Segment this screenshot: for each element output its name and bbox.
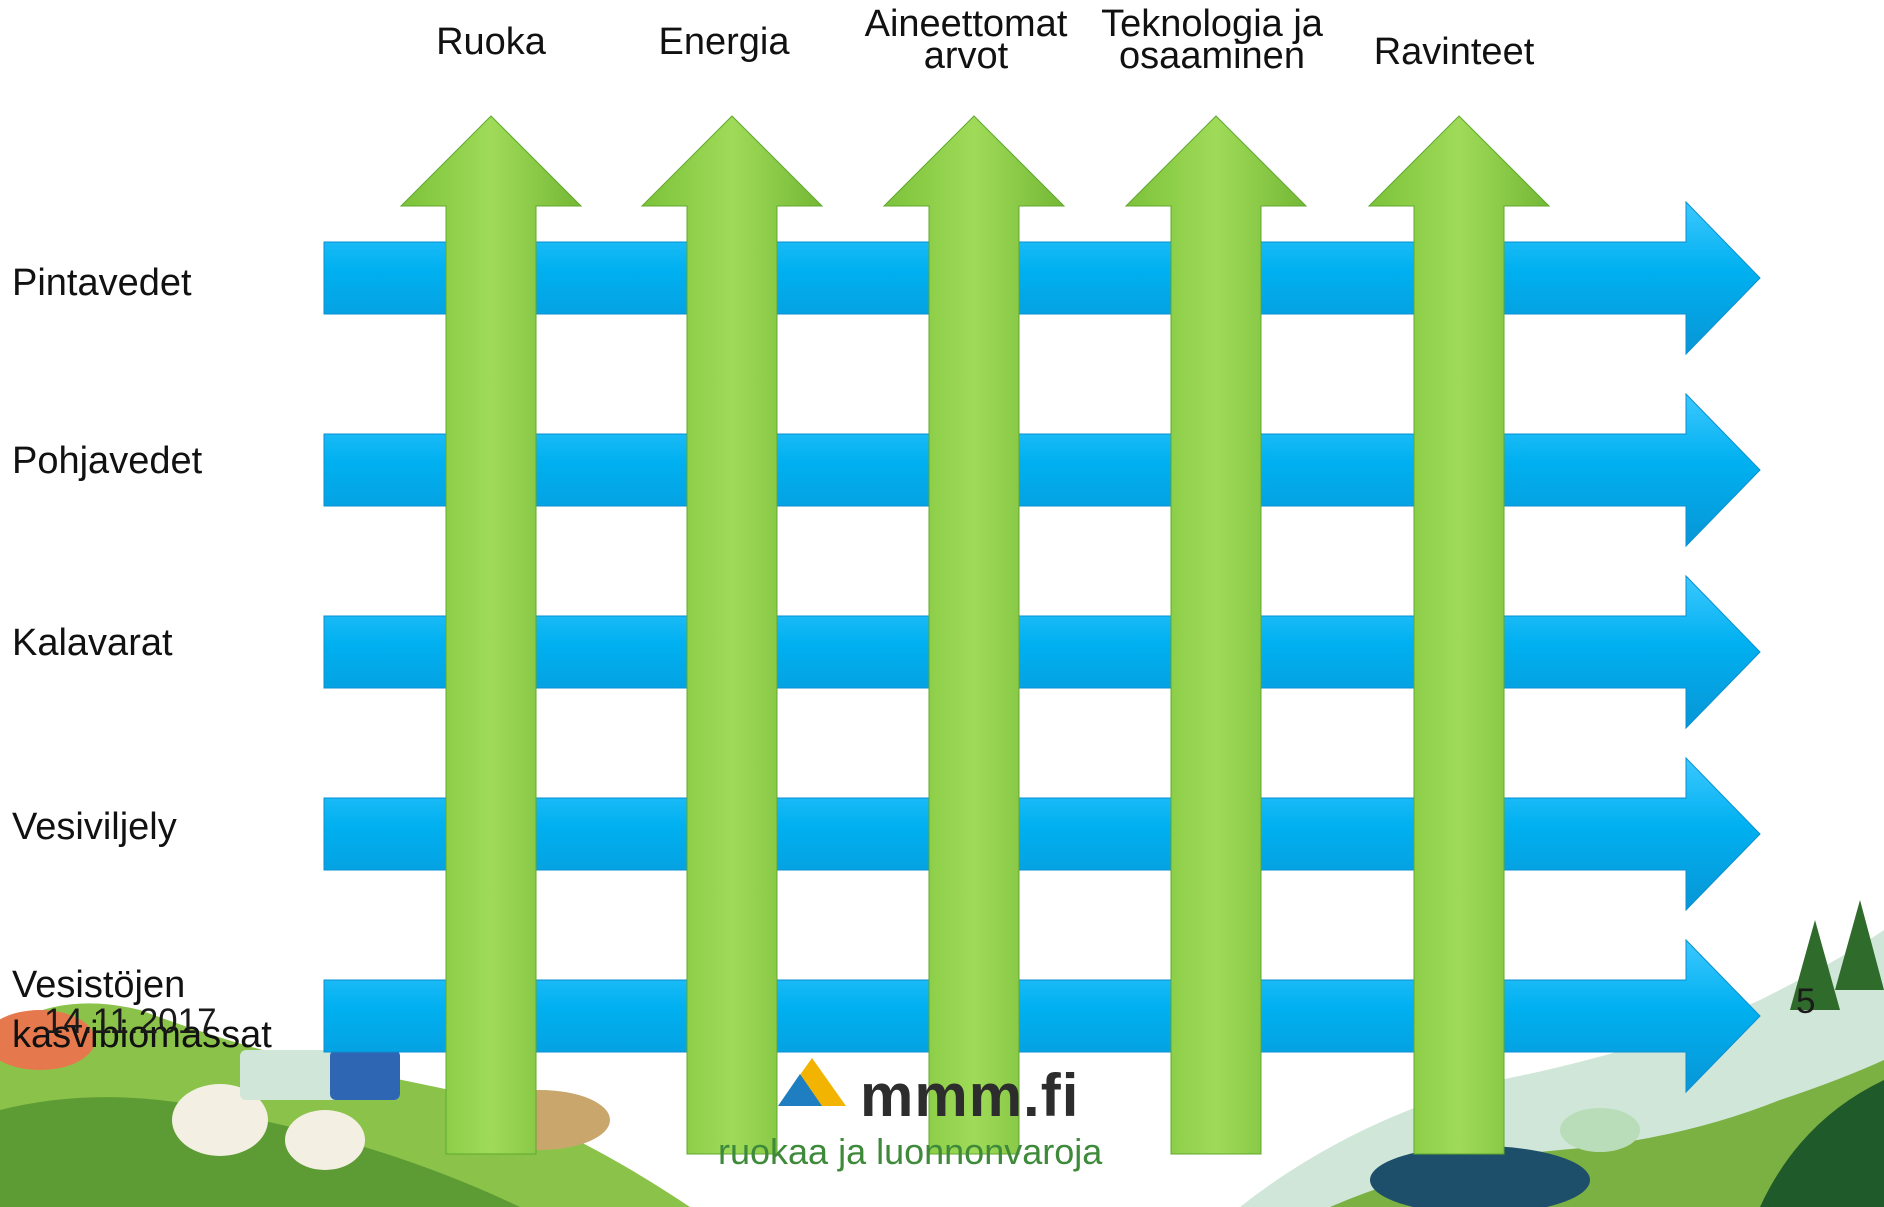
- column-label-teknologia-ja-osaaminen: Teknologia ja osaaminen: [1082, 3, 1342, 77]
- row-arrow-3: [323, 574, 1761, 730]
- logo-tagline: ruokaa ja luonnonvaroja: [718, 1131, 1103, 1172]
- column-label-ravinteet: Ravinteet: [1324, 31, 1584, 73]
- decorative-landscape-right: [1240, 900, 1884, 1207]
- sheep-shape: [172, 1084, 268, 1156]
- column-label-ruoka: Ruoka: [361, 21, 621, 63]
- sheep-shape: [285, 1110, 365, 1170]
- column-label-aineettomat-arvot: Aineettomat arvot: [836, 3, 1096, 77]
- column-arrow-2: [640, 115, 824, 1155]
- row-label-kalavarat: Kalavarat: [12, 622, 173, 664]
- column-label-teknologia-ja-osaaminen-line-1: Teknologia ja: [1101, 3, 1323, 45]
- column-label-teknologia-ja-osaaminen-line-2: osaaminen: [1119, 35, 1305, 77]
- logo-wordmark: mmm.fi: [860, 1062, 1080, 1129]
- column-label-ravinteet-line-1: Ravinteet: [1373, 31, 1535, 73]
- footer-page-number: 5: [1796, 982, 1816, 1021]
- column-label-aineettomat-arvot-line-2: arvot: [923, 35, 1009, 77]
- truck-cab-shape: [330, 1050, 400, 1100]
- column-label-energia: Energia: [594, 21, 854, 63]
- row-arrow-1: [323, 200, 1761, 356]
- tree-shape: [1835, 900, 1884, 990]
- tree-shape: [1790, 920, 1840, 1010]
- column-arrow-1: [399, 115, 583, 1155]
- row-label-vesistojen-kasvibiomassat: Vesistöjen kasvibiomassat: [12, 964, 272, 1056]
- column-arrow-5: [1367, 115, 1551, 1155]
- creature-shape: [1370, 1146, 1590, 1207]
- row-arrows: [323, 200, 1761, 1094]
- decorative-landscape-left: [0, 1003, 690, 1207]
- column-label-aineettomat-arvot-line-1: Aineettomat: [864, 3, 1068, 45]
- column-label-energia-line-1: Energia: [658, 21, 790, 63]
- footer-date: 14.11.2017: [44, 1002, 217, 1041]
- cow-shape: [0, 1010, 95, 1070]
- row-arrow-4: [323, 756, 1761, 912]
- column-arrow-3: [882, 115, 1066, 1155]
- column-label-ruoka-line-1: Ruoka: [436, 21, 546, 63]
- row-label-pohjavedet: Pohjavedet: [12, 440, 203, 482]
- column-arrow-4: [1124, 115, 1308, 1155]
- column-arrows: [399, 115, 1551, 1155]
- row-label-pintavedet: Pintavedet: [12, 262, 192, 304]
- mushroom-shape: [1560, 1108, 1640, 1152]
- mmm-logo-icon: [778, 1058, 846, 1106]
- row-label-vesiviljely: Vesiviljely: [12, 806, 177, 848]
- row-arrow-2: [323, 392, 1761, 548]
- row-arrow-5: [323, 938, 1761, 1094]
